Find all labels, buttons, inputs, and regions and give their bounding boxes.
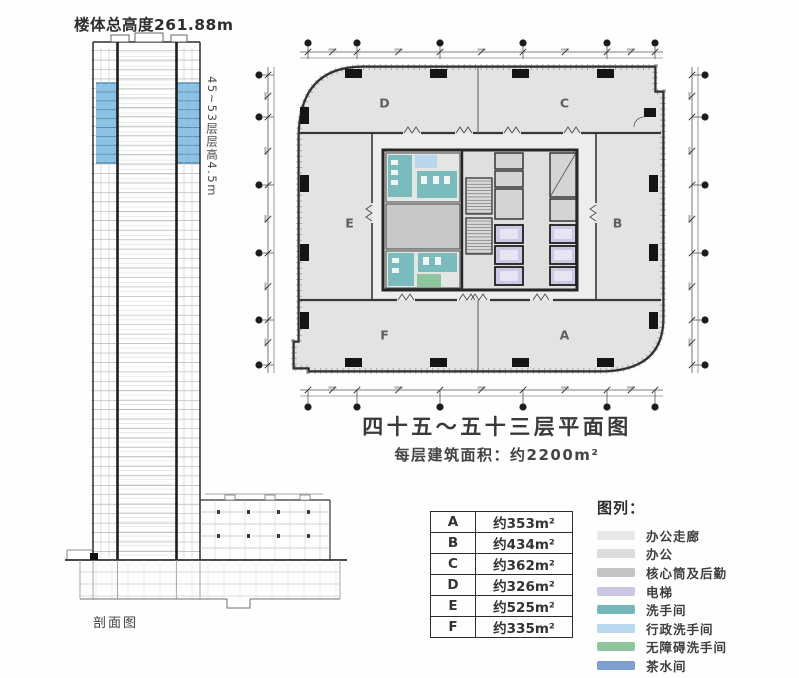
plan-core — [381, 148, 579, 292]
zone-label-f: F — [380, 327, 390, 343]
elevator-cars — [500, 229, 572, 281]
plan-walls — [299, 68, 661, 370]
building-height-label: 楼体总高度261.88m — [74, 16, 234, 34]
section-structure — [92, 32, 201, 560]
dimension-bottom — [300, 386, 663, 411]
stair-treads — [466, 180, 492, 254]
legend-swatch — [597, 586, 635, 596]
legend-swatch — [597, 567, 635, 577]
plan-subtitle: 每层建筑面积：约2200m² — [394, 446, 600, 464]
legend-item: 办公走廊 — [597, 526, 727, 545]
legend-items: 办公走廊办公核心筒及后勤电梯洗手间行政洗手间无障碍洗手间茶水间 — [597, 526, 727, 675]
legend-label: 核心筒及后勤 — [646, 565, 728, 581]
legend-label: 电梯 — [646, 584, 674, 600]
zone-label-d: D — [379, 95, 391, 111]
legend-item: 办公 — [597, 545, 727, 564]
legend-swatch — [597, 642, 635, 652]
plan-entry-arc — [633, 116, 645, 128]
highlight-floors-label: 45~53层层高4.5m — [205, 76, 219, 197]
dimension-top — [300, 39, 663, 59]
zone-cell: B — [430, 532, 476, 554]
zone-label-e: E — [345, 215, 355, 231]
building-section-drawing — [65, 32, 347, 609]
legend-title: 图列： — [597, 499, 646, 517]
zone-label-c: C — [559, 95, 571, 111]
section-caption: 剖面图 — [93, 616, 139, 631]
legend-label: 行政洗手间 — [646, 621, 714, 637]
legend-label: 办公 — [646, 547, 674, 563]
plan-columns — [300, 69, 658, 367]
zone-cell: F — [430, 616, 476, 638]
legend-swatch — [597, 660, 635, 670]
plan-outline-stroke — [293, 66, 664, 372]
legend-item: 核心筒及后勤 — [597, 563, 727, 582]
zone-cell: D — [430, 574, 476, 596]
legend-item: 无障碍洗手间 — [597, 638, 727, 657]
zone-cell: E — [430, 595, 476, 617]
floor-plan-drawing — [255, 39, 709, 411]
legend-label: 无障碍洗手间 — [646, 640, 728, 656]
legend-label: 洗手间 — [646, 603, 687, 619]
plan-door-symbols — [365, 126, 597, 301]
section-podium — [200, 493, 331, 560]
area-cell: 约326m² — [475, 574, 573, 596]
legend-swatch — [597, 605, 635, 615]
plan-title: 四十五～五十三层平面图 — [362, 415, 632, 439]
area-cell: 约362m² — [475, 553, 573, 575]
legend-label: 茶水间 — [646, 658, 687, 674]
legend-swatch — [597, 530, 635, 540]
legend-swatch — [597, 623, 635, 633]
section-core-lines — [118, 51, 176, 556]
legend: 图列： 办公走廊办公核心筒及后勤电梯洗手间行政洗手间无障碍洗手间茶水间 — [597, 497, 727, 675]
zone-cell: C — [430, 553, 476, 575]
legend-swatch — [597, 549, 635, 559]
legend-item: 茶水间 — [597, 656, 727, 675]
section-highlight-floors — [96, 82, 200, 164]
dimension-right — [688, 67, 709, 373]
zone-cell: A — [430, 511, 476, 533]
legend-label: 办公走廊 — [646, 528, 701, 544]
section-band-mullions — [100, 48, 193, 558]
area-cell: 约353m² — [475, 511, 573, 533]
dimension-left — [255, 67, 275, 373]
legend-item: 电梯 — [597, 582, 727, 601]
zone-label-b: B — [612, 215, 624, 231]
legend-item: 洗手间 — [597, 600, 727, 619]
area-cell: 约525m² — [475, 595, 573, 617]
area-cell: 约434m² — [475, 532, 573, 554]
area-cell: 约335m² — [475, 616, 573, 638]
section-basement — [79, 560, 341, 609]
legend-item: 行政洗手间 — [597, 619, 727, 638]
zone-label-a: A — [559, 327, 571, 343]
